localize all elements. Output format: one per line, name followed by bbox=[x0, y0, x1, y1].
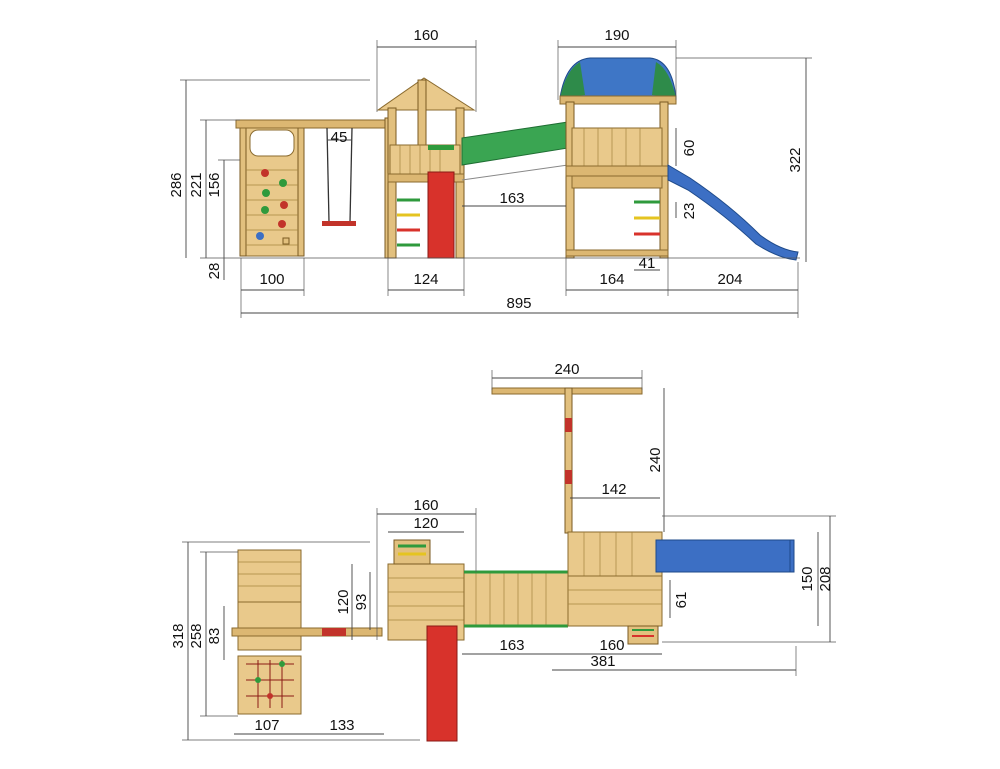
dim-label: 381 bbox=[590, 653, 615, 670]
dim-label: 100 bbox=[259, 271, 284, 288]
dim-label: 240 bbox=[647, 447, 664, 472]
dim-label: 120 bbox=[413, 515, 438, 532]
climbing-hold bbox=[262, 189, 270, 197]
blue-slide bbox=[667, 164, 799, 261]
dim-label: 286 bbox=[168, 172, 185, 197]
green-slide-tube bbox=[461, 121, 569, 166]
dim-label: 60 bbox=[681, 140, 698, 157]
dim-label: 150 bbox=[799, 566, 816, 591]
dim-label: 163 bbox=[499, 190, 524, 207]
top-view-dimensions: 240 240 142 160 120 120 93 163 160 381 1… bbox=[170, 361, 836, 741]
climbing-hold bbox=[278, 220, 286, 228]
dim-label: 61 bbox=[673, 592, 690, 609]
dim-label: 318 bbox=[170, 623, 187, 648]
climbing-hold bbox=[261, 169, 269, 177]
dim-label: 156 bbox=[206, 172, 223, 197]
dim-label: 28 bbox=[206, 263, 223, 280]
side-view: 160 190 45 60 163 23 322 286 bbox=[168, 27, 812, 318]
climbing-hold bbox=[256, 232, 264, 240]
climbing-hold bbox=[279, 179, 287, 187]
tower-2-top bbox=[567, 531, 795, 645]
climbing-hold bbox=[280, 201, 288, 209]
wall-module-top bbox=[231, 549, 383, 715]
tower-2 bbox=[559, 57, 799, 261]
blue-roof bbox=[559, 57, 677, 99]
climbing-net bbox=[246, 660, 294, 708]
blue-slide-top bbox=[655, 539, 795, 573]
swing-seat bbox=[322, 221, 356, 226]
red-slide-top bbox=[426, 625, 458, 742]
dim-label: 163 bbox=[499, 637, 524, 654]
dim-label: 322 bbox=[787, 147, 804, 172]
dim-label: 93 bbox=[353, 594, 370, 611]
dim-label: 23 bbox=[681, 203, 698, 220]
dim-label: 895 bbox=[506, 295, 531, 312]
dim-label: 190 bbox=[604, 27, 629, 44]
tower-1-top bbox=[387, 539, 465, 742]
dim-label: 41 bbox=[639, 255, 656, 272]
dim-label: 120 bbox=[335, 589, 352, 614]
dim-label: 83 bbox=[206, 628, 223, 645]
top-view: 240 240 142 160 120 120 93 163 160 381 1… bbox=[170, 361, 836, 742]
climbing-wall bbox=[235, 119, 392, 257]
dim-label: 124 bbox=[413, 271, 438, 288]
dim-label: 107 bbox=[254, 717, 279, 734]
dim-label: 258 bbox=[188, 623, 205, 648]
dim-label: 204 bbox=[717, 271, 742, 288]
dim-label: 160 bbox=[413, 27, 438, 44]
dim-label: 142 bbox=[601, 481, 626, 498]
dim-label: 208 bbox=[817, 566, 834, 591]
dim-label: 240 bbox=[554, 361, 579, 378]
tower-1 bbox=[376, 77, 476, 259]
dim-label: 160 bbox=[413, 497, 438, 514]
climbing-hold bbox=[261, 206, 269, 214]
side-view-dimensions: 160 190 45 60 163 23 322 286 bbox=[168, 27, 812, 318]
dim-label: 164 bbox=[599, 271, 624, 288]
dim-label: 45 bbox=[331, 129, 348, 146]
dim-label: 160 bbox=[599, 637, 624, 654]
red-slide bbox=[427, 171, 455, 259]
bridge-top bbox=[463, 570, 569, 628]
rainbow-ladder-2 bbox=[634, 200, 660, 236]
rainbow-ladder bbox=[397, 198, 420, 247]
dim-label: 133 bbox=[329, 717, 354, 734]
dim-label: 221 bbox=[188, 172, 205, 197]
